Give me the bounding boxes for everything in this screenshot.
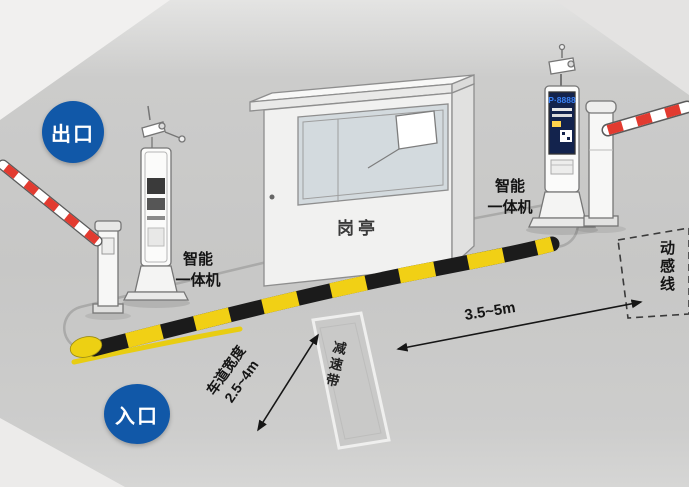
qr-code-icon bbox=[560, 130, 572, 142]
induction-area-label: 动感线 bbox=[658, 240, 675, 294]
entrance-badge-label: 入口 bbox=[115, 405, 159, 428]
machine-display bbox=[147, 178, 165, 194]
distance-arrow bbox=[396, 299, 643, 352]
booth-door-handle bbox=[269, 194, 275, 200]
left-lpr-machine bbox=[122, 105, 190, 308]
booth-window-sign bbox=[395, 110, 438, 150]
right-barrier-arm bbox=[601, 100, 689, 137]
island-stripes bbox=[69, 236, 560, 365]
lane-width-arrow bbox=[257, 333, 319, 432]
right-machine-label-line2: 一体机 bbox=[487, 199, 533, 216]
machine-base bbox=[122, 291, 190, 301]
island-yellow-cap bbox=[69, 336, 103, 358]
booth-window bbox=[297, 103, 449, 206]
induction-loop-area bbox=[617, 227, 689, 319]
exit-badge: 出口 bbox=[42, 101, 104, 163]
right-machine-label: 智能 一体机 bbox=[482, 176, 538, 218]
led-text: P·8888 bbox=[548, 95, 576, 105]
booth-label: 岗亭 bbox=[337, 219, 379, 238]
speed-bump bbox=[311, 311, 391, 450]
entrance-badge: 入口 bbox=[104, 384, 170, 444]
machine-base bbox=[527, 217, 597, 228]
left-barrier-post bbox=[85, 220, 131, 320]
left-machine-label-line1: 智能 bbox=[182, 251, 213, 268]
booth-side bbox=[451, 83, 475, 268]
camera-icon bbox=[141, 105, 186, 149]
exit-badge-label: 出口 bbox=[51, 123, 95, 146]
right-lpr-machine: P·8888 bbox=[526, 43, 598, 235]
left-barrier-arm bbox=[0, 159, 103, 247]
right-machine-label-line1: 智能 bbox=[494, 178, 525, 195]
left-machine-label: 智能 一体机 bbox=[170, 249, 226, 291]
guard-booth bbox=[249, 74, 475, 287]
camera-icon bbox=[548, 43, 576, 86]
left-machine-label-line2: 一体机 bbox=[175, 272, 221, 289]
